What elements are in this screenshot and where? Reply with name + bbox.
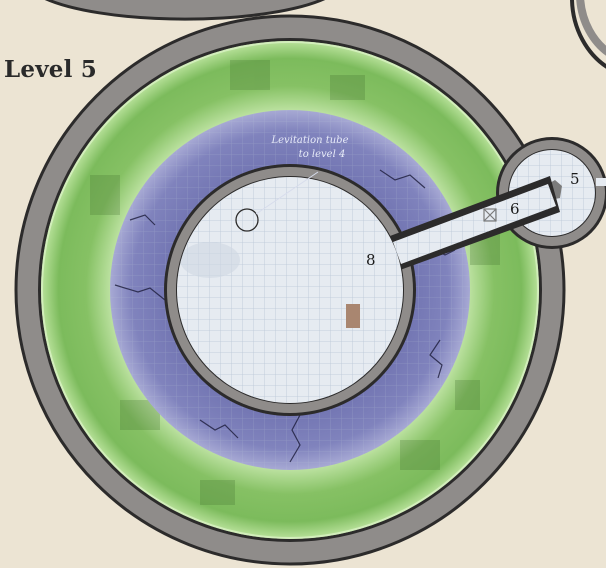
pillar-marker bbox=[346, 304, 360, 328]
neighbor-room-top-right bbox=[570, 0, 606, 69]
levitation-annotation: Levitation tube to level 4 bbox=[270, 135, 348, 160]
level-title: Level 5 bbox=[4, 56, 97, 83]
annotation-line-1: Levitation tube bbox=[270, 135, 348, 146]
room-6-label: 6 bbox=[510, 200, 520, 218]
neighbor-room-top-left bbox=[44, 0, 326, 21]
room-5-label: 5 bbox=[570, 170, 580, 188]
annotation-leader-line bbox=[255, 171, 319, 215]
annotation-line-2: to level 4 bbox=[299, 149, 346, 160]
room-8-chamber bbox=[177, 171, 403, 403]
levitation-tube-icon bbox=[235, 208, 259, 232]
room-8-label: 8 bbox=[366, 251, 376, 269]
